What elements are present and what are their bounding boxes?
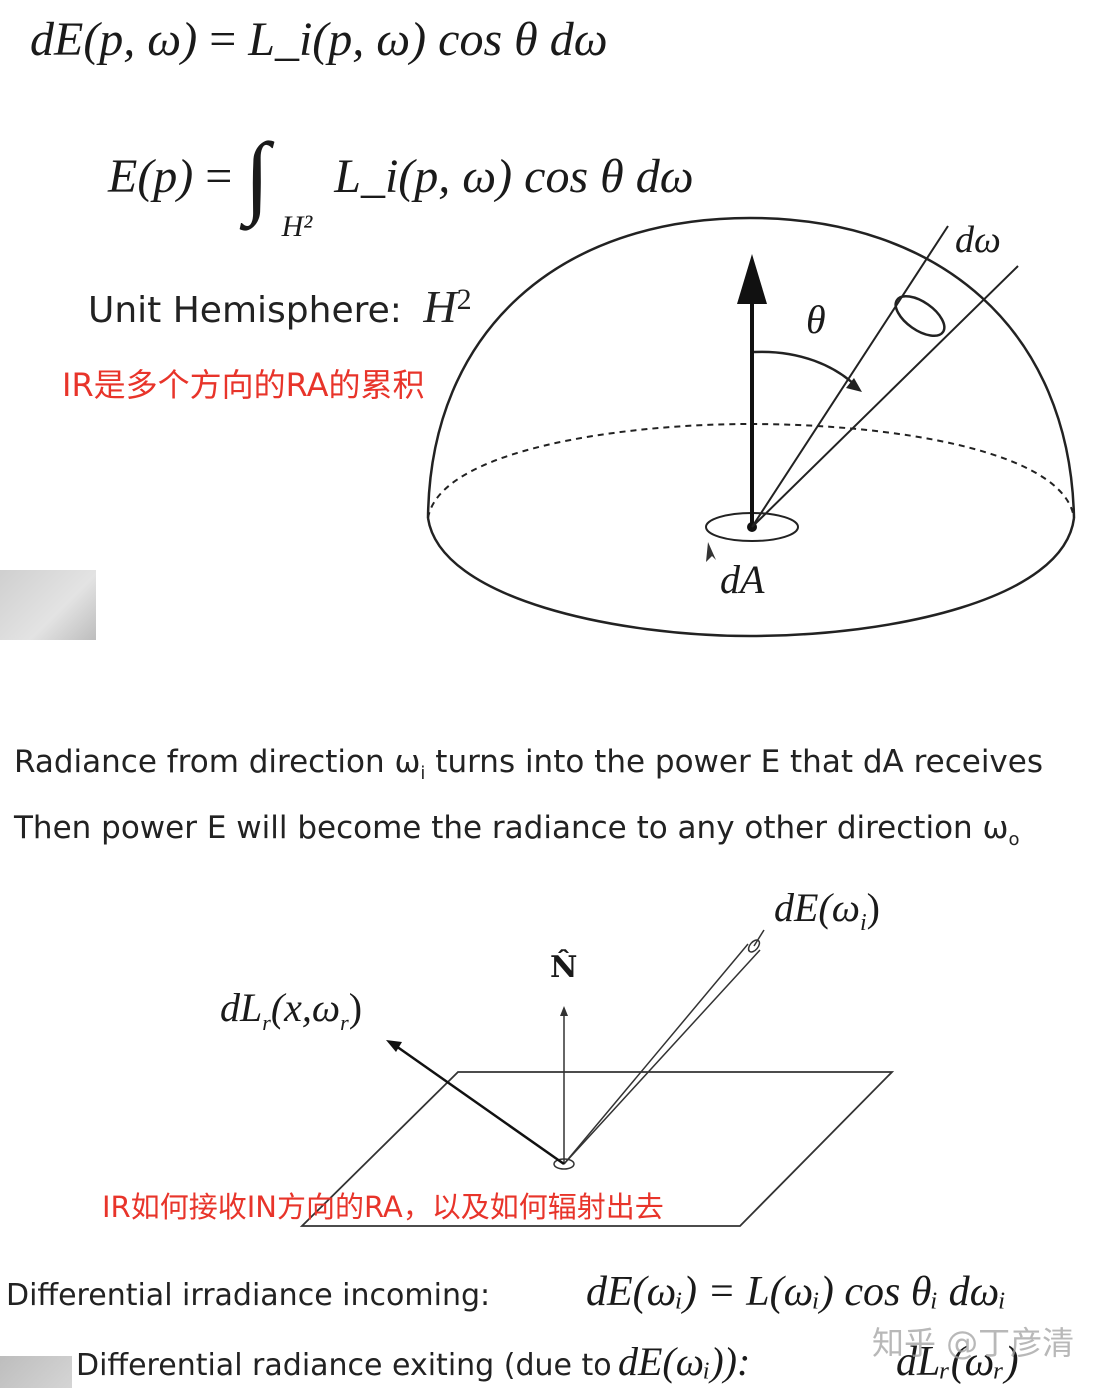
integral-sign: ∫	[244, 124, 270, 226]
incoming-ray-a	[563, 943, 749, 1165]
label-dE-incoming: dE(ωi)	[774, 885, 880, 936]
label-dA: dA	[720, 557, 765, 602]
explanation-line-1: Radiance from direction ωi turns into th…	[14, 744, 1044, 785]
hemisphere-base-front	[426, 517, 1076, 638]
cone-left-edge	[751, 225, 949, 528]
equation-irradiance-integral: E(p) = ∫ H² L_i(p, ω) cos θ dω	[108, 124, 694, 243]
incoming-cone-cap	[747, 939, 761, 953]
video-thumbnail-top	[0, 570, 96, 640]
cone-cap	[894, 295, 946, 337]
explanation-line-2: Then power E will become the radiance to…	[14, 810, 1020, 851]
normal-tip	[560, 1006, 568, 1016]
note-cn-top: IR是多个方向的RA的累积	[62, 366, 425, 404]
watermark: 知乎 @丁彦清	[872, 1324, 1075, 1362]
outgoing-ray	[395, 1044, 565, 1166]
irradiance-incoming-equation: dE(ωᵢ) = L(ωᵢ) cos θᵢ dωᵢ	[586, 1269, 1006, 1315]
irradiance-incoming-label: Differential irradiance incoming:	[6, 1278, 491, 1313]
theta-arc	[753, 350, 857, 387]
note-cn-bottom: IR如何接收IN方向的RA，以及如何辐射出去	[102, 1190, 664, 1224]
integral-subscript: H²	[281, 210, 313, 243]
eq2-lhs: E(p)	[108, 150, 194, 203]
radiance-exiting-label: Differential radiance exiting (due to	[76, 1348, 612, 1383]
outgoing-arrowhead	[386, 1040, 402, 1052]
cursor-arrow-icon	[706, 542, 716, 562]
eq1-rhs: L_i(p, ω) cos θ dω	[248, 13, 608, 66]
theta-arc-arrowhead	[846, 378, 862, 392]
surface-plane	[299, 1071, 895, 1227]
cone-right-edge	[751, 265, 1019, 528]
incoming-ray-b	[563, 949, 761, 1165]
equation-differential-irradiance: dE(p, ω) = L_i(p, ω) cos θ dω	[30, 13, 608, 66]
eq1-lhs: dE(p, ω)	[30, 13, 198, 66]
panel-gap	[0, 640, 1112, 730]
hemisphere-exponent: 2	[456, 283, 472, 316]
incoming-cone-tip	[753, 929, 765, 947]
hemisphere-base-back	[427, 422, 1075, 519]
label-domega: dω	[955, 219, 1001, 261]
label-theta: θ	[806, 297, 826, 342]
eq2-rhs: L_i(p, ω) cos θ dω	[334, 150, 694, 203]
video-thumbnail-bottom	[0, 1356, 72, 1388]
label-normal-N: N̂	[550, 950, 578, 985]
normal-arrowhead	[737, 254, 767, 304]
radiance-exiting-inline-eq: dE(ωᵢ)):	[618, 1339, 751, 1384]
label-dLr: dLr(x,ωr)	[220, 985, 363, 1035]
hemisphere-dome	[426, 216, 1076, 519]
hemisphere-caption: Unit Hemisphere: H2	[88, 281, 472, 332]
radiance-exiting-rhs: dLᵣ(ωᵣ)	[896, 1339, 1019, 1385]
hemisphere-symbol: H	[423, 281, 457, 332]
